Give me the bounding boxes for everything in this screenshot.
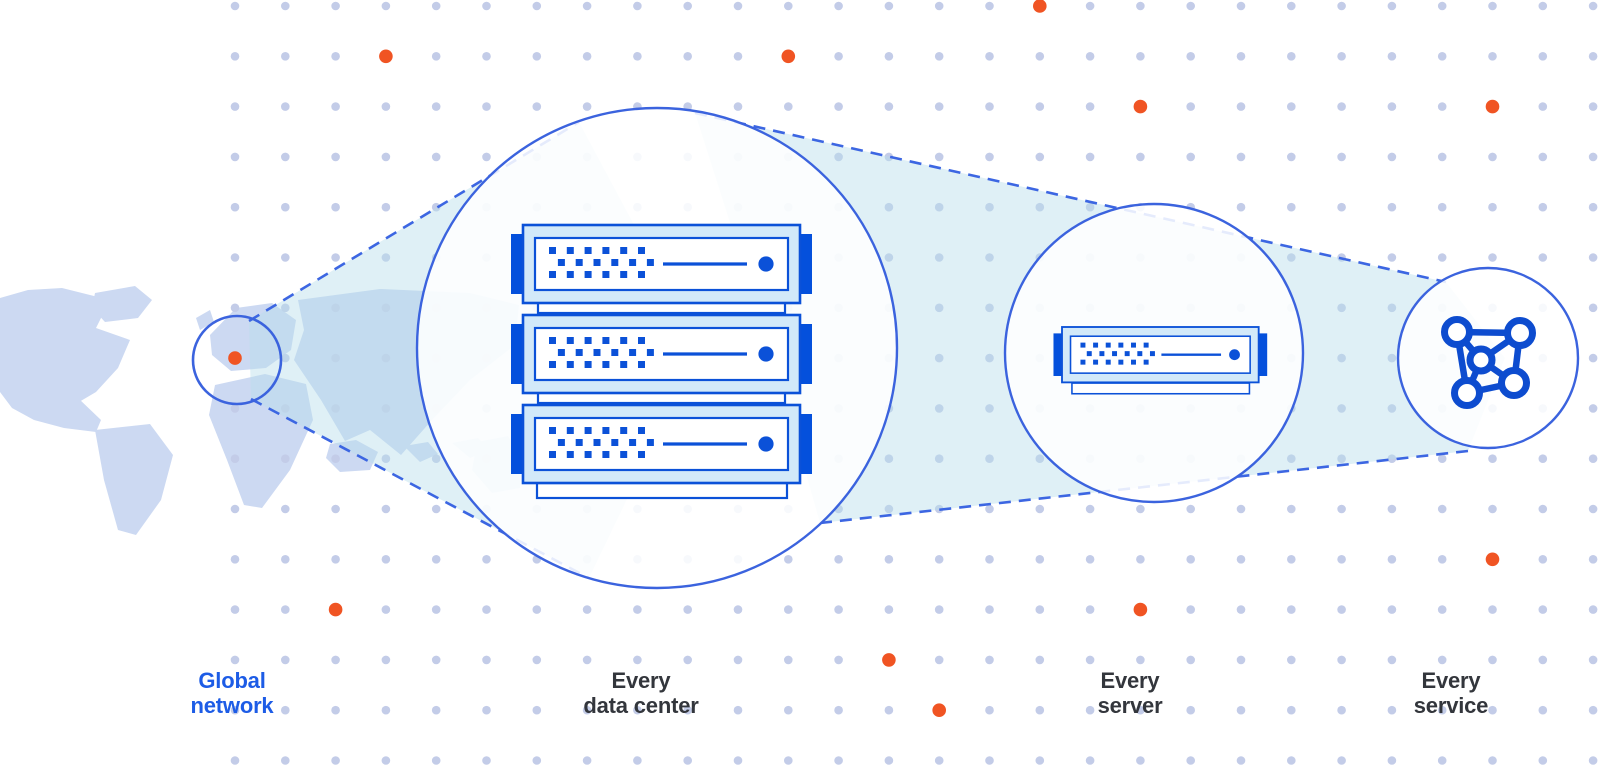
label-line-2: network xyxy=(190,693,274,718)
label-line-1: Every xyxy=(1421,668,1481,693)
label-line-1: Every xyxy=(611,668,671,693)
label-every-server: Every server xyxy=(1020,668,1240,718)
map-region-circle xyxy=(191,314,283,406)
label-line-2: data center xyxy=(583,693,699,718)
label-global-network: Global network xyxy=(122,668,342,718)
server-rack-icon xyxy=(511,223,812,500)
label-line-1: Every xyxy=(1100,668,1160,693)
label-every-service: Every service xyxy=(1341,668,1561,718)
label-line-1: Global xyxy=(198,668,266,693)
label-every-data-center: Every data center xyxy=(531,668,751,718)
server-icon xyxy=(1053,326,1268,395)
label-line-2: server xyxy=(1097,693,1163,718)
label-line-2: service xyxy=(1413,693,1489,718)
network-nodes-icon xyxy=(1441,316,1536,409)
